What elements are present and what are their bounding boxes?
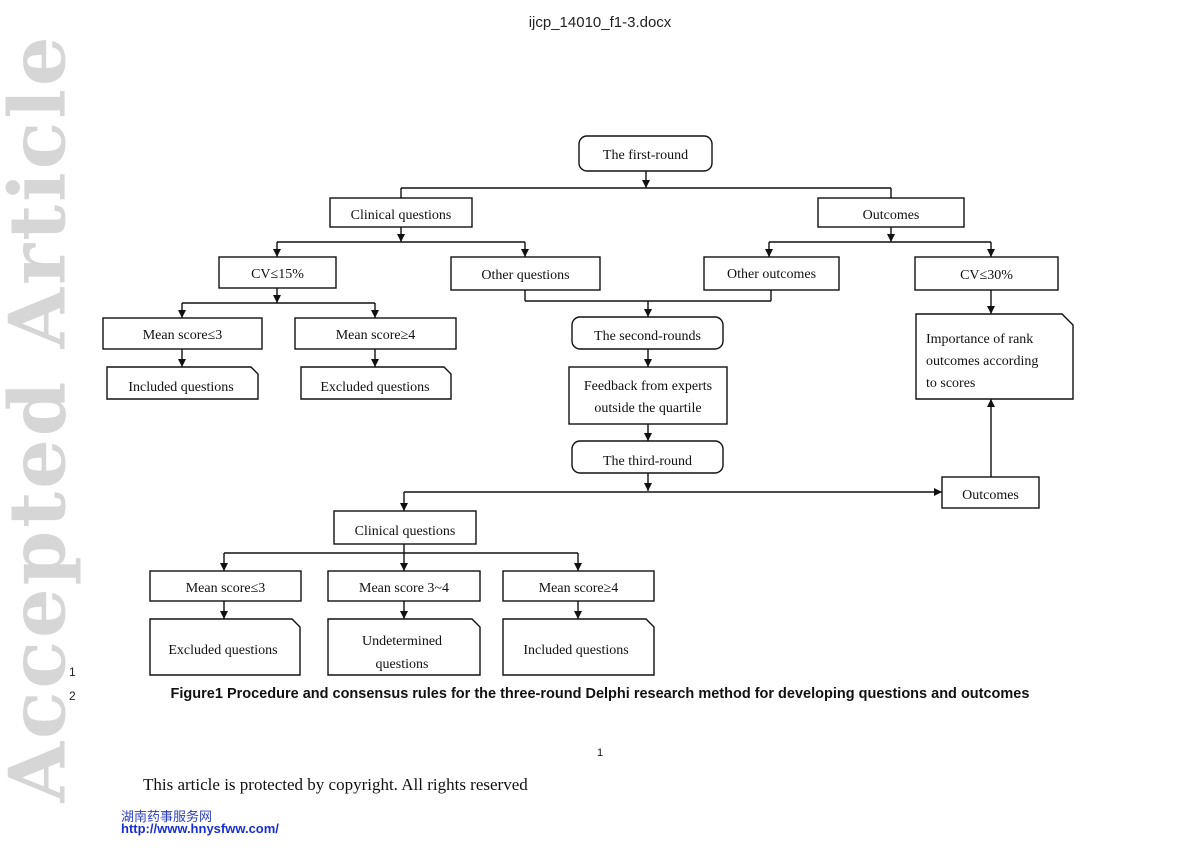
importance-label-line3: to scores [926,376,975,391]
line-number-1: 1 [69,665,76,679]
excluded-questions-r3-label: Excluded questions [168,643,277,658]
included-questions-r1-label: Included questions [128,380,233,395]
importance-rank-box [915,313,1074,400]
site-url-link[interactable]: http://www.hnysfww.com/ [121,821,279,836]
cv-30-box [914,256,1059,291]
excluded-questions-r1-label: Excluded questions [320,380,429,395]
document-filename: ijcp_14010_f1-3.docx [528,14,672,31]
clinical-questions-r3-label: Clinical questions [355,524,456,539]
third-round-label: The third-round [603,454,692,469]
mean-score-3-4-r3-box [327,570,481,602]
third-round-box [571,440,724,474]
other-outcomes-box [703,256,840,291]
other-outcomes-label: Other outcomes [727,267,816,282]
copyright-notice: This article is protected by copyright. … [143,775,528,794]
mean-score-le3-r1-box [102,317,263,350]
undetermined-questions-label-line1: Undetermined [362,634,442,649]
mean-score-ge4-r1-box [294,317,457,350]
clinical-questions-box [329,197,473,228]
site-name: 湖南药事服务网 [121,810,213,825]
excluded-questions-r3-box [149,618,301,676]
second-rounds-box [571,316,724,350]
feedback-box [568,366,728,425]
mean-score-ge4-r3-label: Mean score≥4 [539,581,619,596]
line-number-2: 2 [69,689,76,703]
outcomes-label: Outcomes [863,208,920,223]
outcomes-r3-box [941,476,1040,509]
mean-score-le3-r3-label: Mean score≤3 [186,581,266,596]
outcomes-r3-label: Outcomes [962,488,1019,503]
mean-score-le3-r1-label: Mean score≤3 [143,328,223,343]
flowchart-connectors [178,171,995,619]
mean-score-le3-r3-box [149,570,302,602]
cv-30-label: CV≤30% [960,268,1013,283]
second-rounds-label: The second-rounds [594,329,701,344]
other-questions-box [450,256,601,291]
mean-score-3-4-r3-label: Mean score 3~4 [359,581,449,596]
figure-caption: Figure1 Procedure and consensus rules fo… [170,686,1030,702]
importance-label-line2: outcomes according [926,354,1038,369]
clinical-questions-label: Clinical questions [351,208,452,223]
cv-15-label: CV≤15% [251,267,304,282]
feedback-label-line1: Feedback from experts [584,379,712,394]
feedback-label-line2: outside the quartile [594,401,701,416]
mean-score-ge4-r3-box [502,570,655,602]
outcomes-box [817,197,965,228]
mean-score-ge4-r1-label: Mean score≥4 [336,328,416,343]
first-round-box [578,135,713,172]
included-questions-r1-box [106,366,259,400]
importance-label-line1: Importance of rank [926,332,1033,347]
first-round-label: The first-round [603,148,688,163]
included-questions-r3-box [502,618,655,676]
undetermined-questions-r3-box [327,618,481,676]
other-questions-label: Other questions [481,268,569,283]
included-questions-r3-label: Included questions [523,643,628,658]
clinical-questions-r3-box [333,510,477,545]
excluded-questions-r1-box [300,366,452,400]
page-number: 1 [596,747,604,759]
undetermined-questions-label-line2: questions [376,657,429,672]
cv-15-box [218,256,337,289]
